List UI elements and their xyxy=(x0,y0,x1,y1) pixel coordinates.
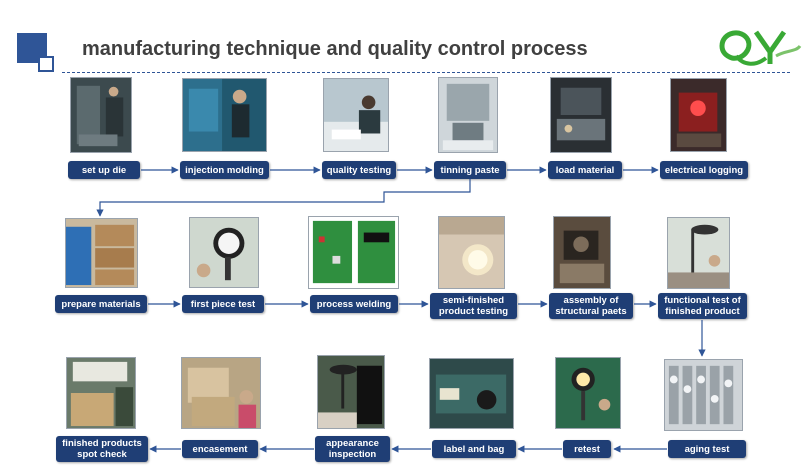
arrow-row1-to-row2 xyxy=(96,179,471,217)
step-prepare-materials: prepare materials xyxy=(55,295,147,313)
step-process-welding: process welding xyxy=(310,295,398,313)
photo-electrical-logging xyxy=(670,78,727,152)
step-quality-testing: quality testing xyxy=(322,161,396,179)
step-load-material: load material xyxy=(548,161,622,179)
step-encasement: encasement xyxy=(182,440,258,458)
photo-process-welding xyxy=(308,216,399,289)
step-tinning-paste: tinning paste xyxy=(434,161,506,179)
photo-load-material xyxy=(550,77,612,153)
step-aging-test: aging test xyxy=(668,440,746,458)
photo-semi-finished-product-testing xyxy=(438,216,505,289)
step-label-and-bag: label and bag xyxy=(432,440,516,458)
page-title: manufacturing technique and quality cont… xyxy=(82,38,588,60)
photo-functional-test-of-finished-product xyxy=(667,217,730,289)
step-appearance-inspection: appearance inspection xyxy=(315,436,390,462)
photo-aging-test xyxy=(664,359,743,431)
photo-appearance-inspection xyxy=(317,355,385,429)
step-first-piece-test: first piece test xyxy=(182,295,264,313)
photo-tinning-paste xyxy=(438,77,498,153)
step-set-up-die: set up die xyxy=(68,161,140,179)
step-injection-molding: injection molding xyxy=(180,161,269,179)
photo-first-piece-test xyxy=(189,217,259,288)
photo-retest xyxy=(555,357,621,429)
photo-finished-products-spot-check xyxy=(66,357,136,429)
title-divider xyxy=(62,72,790,73)
photo-injection-molding xyxy=(182,78,267,152)
step-assembly-of-structural-parts: assembly of structural paets xyxy=(549,293,633,319)
photo-set-up-die xyxy=(70,77,132,153)
photo-label-and-bag xyxy=(429,358,514,429)
photo-encasement xyxy=(181,357,261,429)
step-retest: retest xyxy=(563,440,611,458)
company-logo-icon xyxy=(719,30,802,66)
step-semi-finished-product-testing: semi-finished product testing xyxy=(430,293,517,319)
photo-quality-testing xyxy=(323,78,389,152)
title-decoration-outline-square xyxy=(38,56,54,72)
photo-assembly-of-structural-parts xyxy=(553,216,611,289)
step-electrical-logging: electrical logging xyxy=(660,161,748,179)
step-functional-test-of-finished-product: functional test of finished product xyxy=(658,293,747,319)
photo-prepare-materials xyxy=(65,218,138,288)
step-finished-products-spot-check: finished products spot check xyxy=(56,436,148,462)
